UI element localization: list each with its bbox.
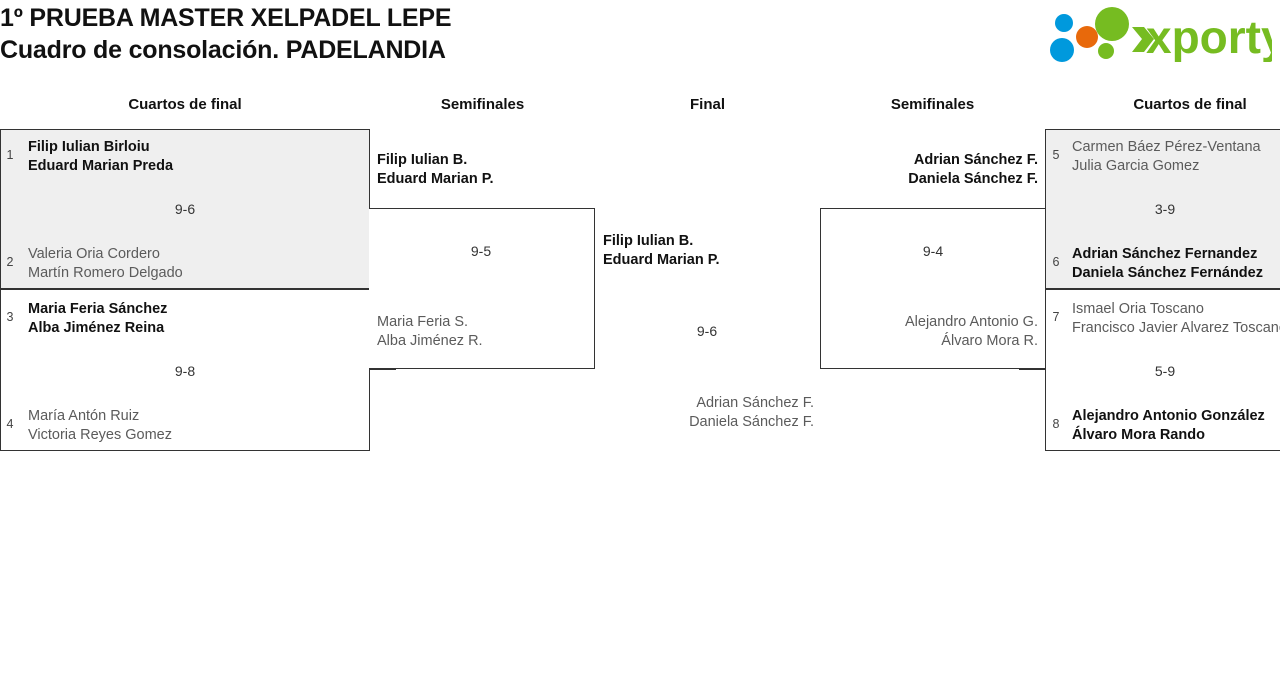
team-sf-left-bottom: Maria Feria S. Alba Jiménez R.	[377, 313, 483, 351]
player-name: Victoria Reyes Gomez	[28, 427, 172, 443]
team-final-bottom: Adrian Sánchez F. Daniela Sánchez F.	[574, 394, 814, 432]
seed-number-6: 6	[1052, 255, 1060, 269]
player-name: Adrian Sánchez F.	[913, 152, 1038, 168]
player-name: Eduard Marian P.	[603, 252, 720, 268]
logo-dot-blue-small	[1055, 14, 1073, 32]
team-qf4-bottom: Alejandro Antonio González Álvaro Mora R…	[1072, 407, 1265, 445]
title-line-2: Cuadro de consolación. PADELANDIA	[0, 36, 446, 64]
player-name: Francisco Javier Alvarez Toscano	[1072, 320, 1280, 336]
connector-qf4-to-sf	[1019, 369, 1046, 370]
player-name: Alba Jiménez Reina	[28, 320, 165, 336]
team-qf4-top: Ismael Oria Toscano Francisco Javier Alv…	[1072, 300, 1280, 338]
logo-wordmark: xporty	[1146, 11, 1272, 62]
team-sf-right-bottom: Alejandro Antonio G. Álvaro Mora R.	[820, 313, 1038, 351]
score-sf-left: 9-5	[470, 243, 492, 259]
team-qf2-top: Maria Feria Sánchez Alba Jiménez Reina	[28, 300, 167, 338]
score-sf-right: 9-4	[922, 243, 944, 259]
player-name: Maria Feria S.	[377, 314, 469, 330]
page-header: 1º PRUEBA MASTER XELPADEL LEPE Cuadro de…	[0, 0, 1280, 90]
player-name: Daniela Sánchez Fernández	[1072, 265, 1263, 281]
seed-number-5: 5	[1052, 148, 1060, 162]
seed-number-4: 4	[6, 417, 14, 431]
score-qf2: 9-8	[174, 363, 196, 379]
player-name: Alejandro Antonio González	[1072, 408, 1265, 424]
logo-dot-green-small	[1098, 43, 1114, 59]
match-box-sf-left[interactable]	[369, 208, 595, 369]
team-final-top: Filip Iulian B. Eduard Marian P.	[603, 232, 720, 270]
player-name: Adrian Sánchez F.	[696, 395, 814, 411]
connector-qf2-to-sf	[369, 369, 396, 370]
match-box-qf1[interactable]	[0, 129, 370, 289]
team-qf3-top: Carmen Báez Pérez-Ventana Julia Garcia G…	[1072, 138, 1261, 176]
player-name: Ismael Oria Toscano	[1072, 301, 1204, 317]
player-name: Eduard Marian Preda	[28, 158, 174, 174]
match-box-qf3[interactable]	[1045, 129, 1280, 289]
team-qf1-top: Filip Iulian Birloiu Eduard Marian Preda	[28, 138, 173, 176]
seed-number-1: 1	[6, 148, 14, 162]
seed-number-7: 7	[1052, 310, 1060, 324]
player-name: Filip Iulian B.	[603, 233, 694, 249]
seed-number-8: 8	[1052, 417, 1060, 431]
player-name: María Antón Ruiz	[28, 408, 140, 424]
seed-number-2: 2	[6, 255, 14, 269]
column-header-qf-right: Cuartos de final	[1133, 96, 1247, 113]
player-name: Filip Iulian B.	[377, 152, 468, 168]
team-sf-right-top: Adrian Sánchez F. Daniela Sánchez F.	[820, 151, 1038, 189]
score-final: 9-6	[696, 323, 718, 339]
match-box-qf2[interactable]	[0, 289, 370, 451]
match-box-qf4[interactable]	[1045, 289, 1280, 451]
match-box-sf-right[interactable]	[820, 208, 1046, 369]
xporty-logo[interactable]: xporty	[1040, 6, 1272, 62]
player-name: Julia Garcia Gomez	[1072, 158, 1200, 174]
logo-chevron-icon	[1132, 27, 1154, 52]
title-line-1: 1º PRUEBA MASTER XELPADEL LEPE	[0, 4, 452, 32]
tournament-title: 1º PRUEBA MASTER XELPADEL LEPE Cuadro de…	[0, 2, 452, 66]
player-name: Maria Feria Sánchez	[28, 301, 168, 317]
logo-dot-blue-large	[1050, 38, 1074, 62]
player-name: Daniela Sánchez F.	[908, 171, 1038, 187]
column-header-final: Final	[689, 96, 725, 113]
player-name: Martín Romero Delgado	[28, 265, 183, 281]
column-header-sf-right: Semifinales	[890, 96, 975, 113]
player-name: Filip Iulian Birloiu	[28, 139, 150, 155]
player-name: Daniela Sánchez F.	[689, 414, 814, 430]
score-qf4: 5-9	[1154, 363, 1176, 379]
seed-number-3: 3	[6, 310, 14, 324]
score-qf3: 3-9	[1154, 201, 1176, 217]
player-name: Álvaro Mora Rando	[1072, 427, 1205, 443]
player-name: Alba Jiménez R.	[377, 333, 483, 349]
column-header-sf-left: Semifinales	[440, 96, 525, 113]
team-qf3-bottom: Adrian Sánchez Fernandez Daniela Sánchez…	[1072, 245, 1263, 283]
player-name: Adrian Sánchez Fernandez	[1072, 246, 1258, 262]
player-name: Alejandro Antonio G.	[904, 314, 1038, 330]
logo-dot-orange	[1076, 26, 1098, 48]
logo-dot-green-large	[1095, 7, 1129, 41]
team-qf2-bottom: María Antón Ruiz Victoria Reyes Gomez	[28, 407, 172, 445]
connector-qf3-to-sf	[1019, 208, 1046, 209]
player-name: Carmen Báez Pérez-Ventana	[1072, 139, 1261, 155]
player-name: Eduard Marian P.	[377, 171, 494, 187]
score-qf1: 9-6	[174, 201, 196, 217]
player-name: Valeria Oria Cordero	[28, 246, 160, 262]
team-sf-left-top: Filip Iulian B. Eduard Marian P.	[377, 151, 494, 189]
column-header-qf-left: Cuartos de final	[128, 96, 242, 113]
team-qf1-bottom: Valeria Oria Cordero Martín Romero Delga…	[28, 245, 183, 283]
player-name: Álvaro Mora R.	[941, 333, 1038, 349]
